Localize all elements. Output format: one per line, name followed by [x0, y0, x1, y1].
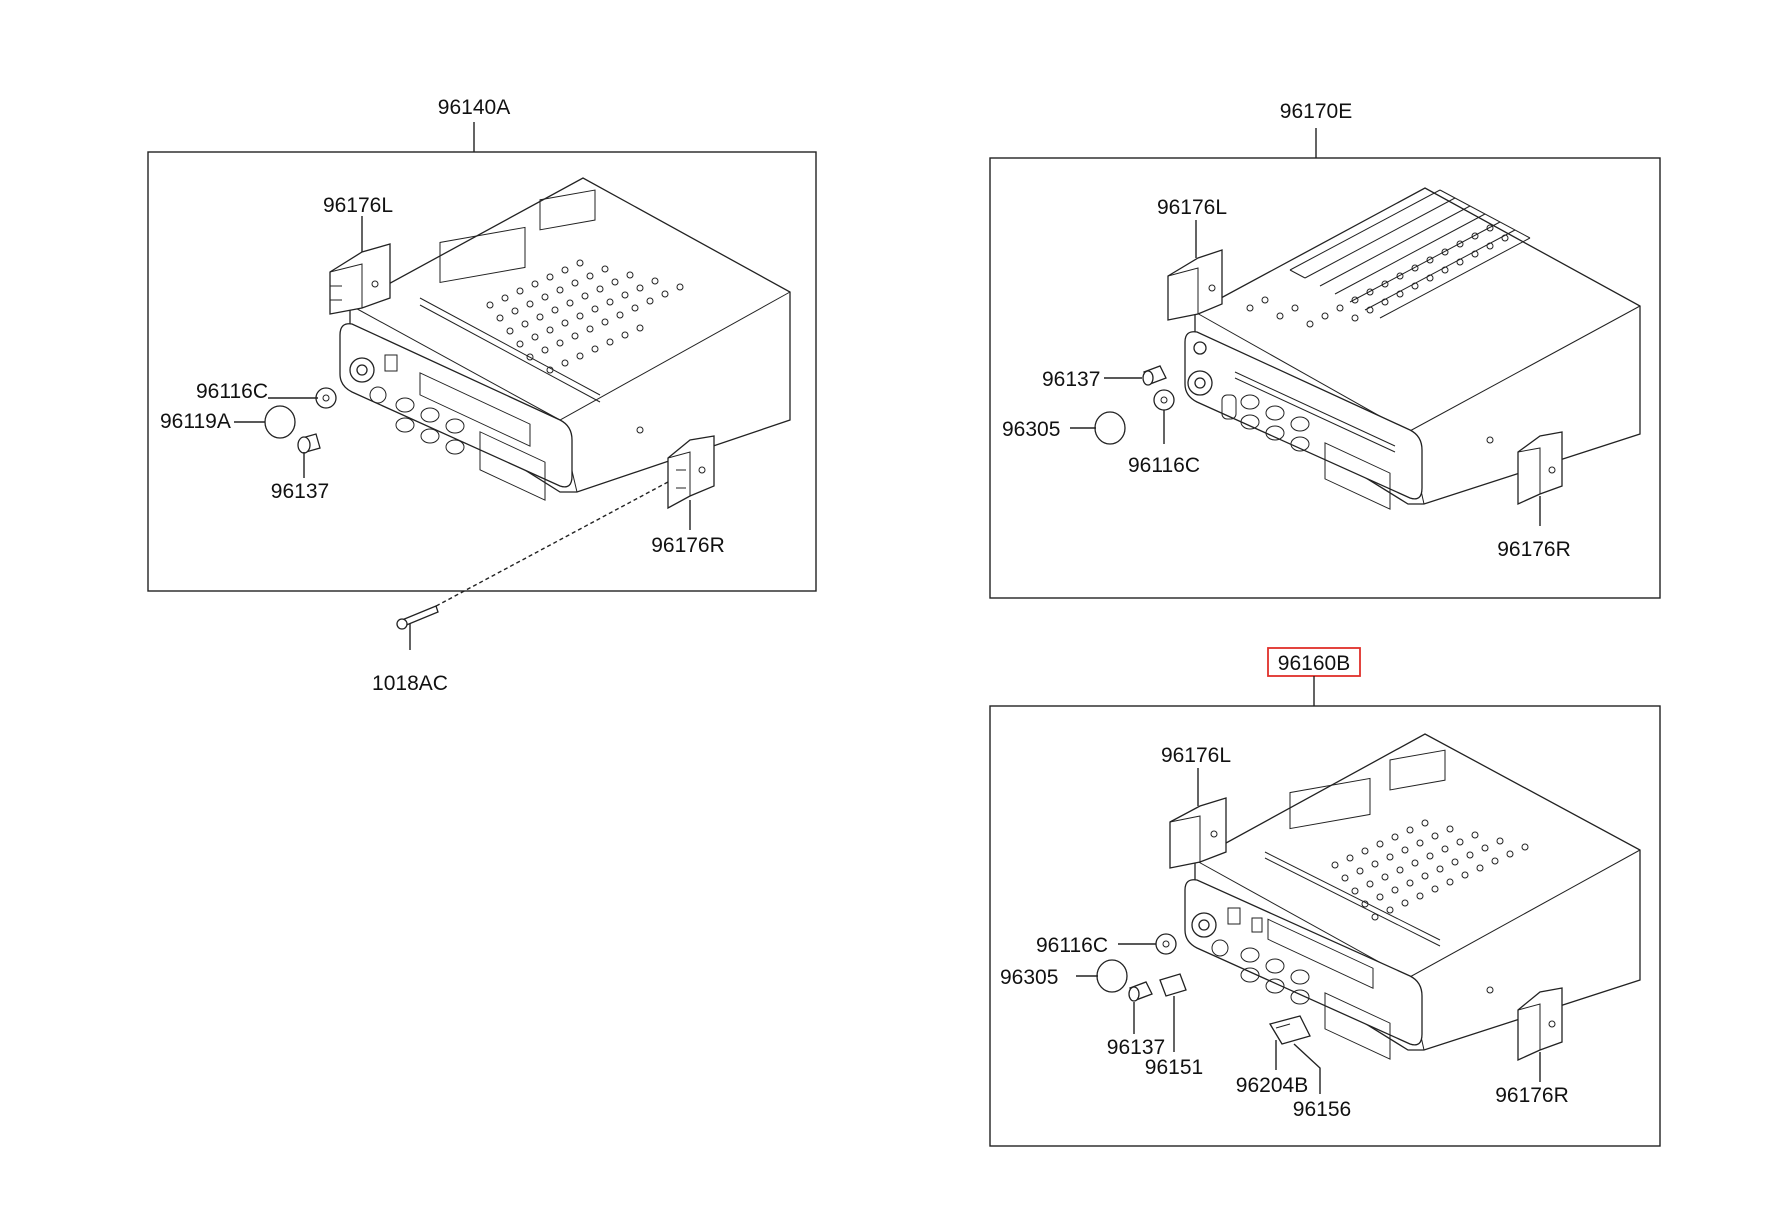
knob-parts: [1094, 365, 1175, 445]
assembly-frame: [989, 705, 1661, 1147]
assembly-96140A: 96140A: [147, 96, 817, 695]
assembly-frame: [147, 151, 817, 592]
radio-unit-drawing: [1184, 187, 1641, 510]
part-label[interactable]: 96204B: [1236, 1074, 1308, 1097]
vent-holes: [1331, 819, 1529, 921]
knob-parts: [264, 387, 337, 454]
part-label[interactable]: 96156: [1293, 1098, 1351, 1121]
part-label[interactable]: 96116C: [1036, 934, 1108, 957]
part-label[interactable]: 96305: [1000, 966, 1058, 989]
part-label[interactable]: 96176R: [1497, 538, 1571, 561]
assembly-frame: [989, 157, 1661, 599]
knob-parts: [1096, 933, 1311, 1045]
part-label[interactable]: 96137: [1107, 1036, 1165, 1059]
part-label[interactable]: 96176L: [1157, 196, 1227, 219]
bracket-right: [1517, 987, 1563, 1062]
cooling-fins: [1289, 189, 1531, 319]
part-label[interactable]: 96176L: [1161, 744, 1231, 767]
radio-unit-drawing: [1184, 733, 1641, 1060]
vent-holes: [486, 259, 684, 374]
part-label[interactable]: 96119A: [160, 410, 231, 433]
part-label[interactable]: 96176L: [323, 194, 393, 217]
bracket-left: [329, 243, 391, 315]
assembly-label[interactable]: 96140A: [438, 96, 510, 119]
assembly-label[interactable]: 96160B: [1278, 652, 1350, 675]
part-label[interactable]: 96176R: [1495, 1084, 1569, 1107]
part-label[interactable]: 96116C: [1128, 454, 1200, 477]
part-label[interactable]: 96116C: [196, 380, 268, 403]
part-label[interactable]: 1018AC: [372, 672, 448, 695]
assembly-96170E: 96170E: [989, 100, 1661, 599]
assembly-label[interactable]: 96170E: [1280, 100, 1352, 123]
part-label[interactable]: 96176R: [651, 534, 725, 557]
screw-1018AC: [396, 605, 439, 630]
radio-unit-drawing: [339, 177, 791, 501]
part-label[interactable]: 96151: [1145, 1056, 1203, 1079]
assembly-96160B: 96160B: [989, 647, 1661, 1147]
vent-holes: [1246, 224, 1509, 328]
bracket-left: [1167, 249, 1223, 321]
part-label[interactable]: 96137: [271, 480, 329, 503]
bracket-right: [667, 435, 715, 510]
bracket-left: [1169, 797, 1227, 869]
bracket-right: [1517, 431, 1563, 506]
part-label[interactable]: 96305: [1002, 418, 1060, 441]
part-label[interactable]: 96137: [1042, 368, 1100, 391]
